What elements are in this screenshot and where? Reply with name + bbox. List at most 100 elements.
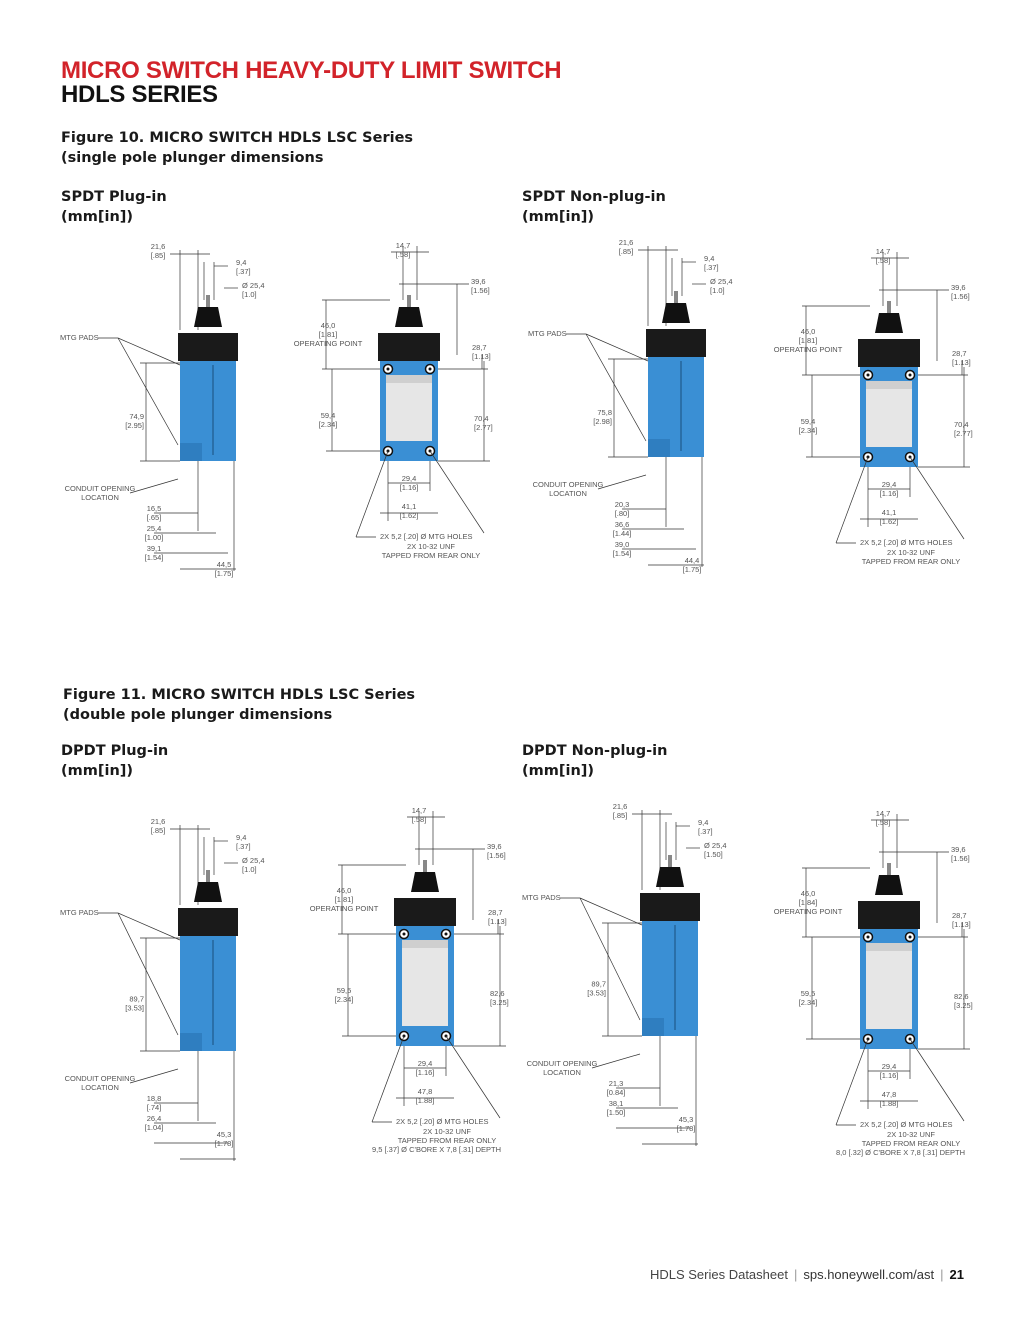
dimension-label: [1.0]	[710, 286, 725, 295]
dimension-label: 14,7	[396, 241, 411, 250]
dimension-label: 14,7	[876, 809, 891, 818]
switch-head	[858, 339, 920, 367]
switch-body	[180, 936, 236, 1051]
mounting-hole-center	[908, 935, 912, 939]
dimension-label: 75,8	[597, 408, 612, 417]
dimension-line	[117, 912, 179, 1036]
label-band	[866, 381, 912, 389]
dimension-label: [3.25]	[954, 1001, 973, 1010]
dimension-line	[117, 337, 179, 446]
conduit-boss	[180, 1033, 202, 1051]
dimension-label: Ø 25,4	[242, 281, 265, 290]
dimension-label: 39,6	[951, 283, 966, 292]
dimension-label: [1.75]	[215, 569, 234, 578]
plunger-tip	[674, 291, 678, 303]
dimension-line	[835, 456, 869, 544]
dimension-label: 14,7	[412, 806, 427, 815]
dimension-label: [1.81]	[335, 895, 354, 904]
page-number: 21	[949, 1267, 964, 1282]
dimension-label: [.85]	[613, 811, 628, 820]
dimension-label: CONDUIT OPENING	[533, 480, 604, 489]
dimension-label: [.74]	[147, 1103, 162, 1112]
dimension-label: 2X 10-32 UNF	[407, 542, 455, 551]
plunger-head	[662, 303, 690, 323]
dimension-label: 28,7	[488, 908, 503, 917]
dimension-label: 70,4	[954, 420, 969, 429]
dimension-label: 39,0	[615, 540, 630, 549]
dimension-label: 59,5	[337, 986, 352, 995]
dimension-label: CONDUIT OPENING	[65, 484, 136, 493]
dimension-label: [1.50]	[704, 850, 723, 859]
dimension-label: 59,5	[801, 989, 816, 998]
mounting-hole-center	[866, 373, 870, 377]
plunger-tip	[206, 870, 210, 882]
switch-head	[178, 908, 238, 936]
dimension-label: 2X 5,2 [.20] Ø MTG HOLES	[860, 538, 953, 547]
footer-url[interactable]: sps.honeywell.com/ast	[803, 1267, 935, 1282]
dimension-line	[371, 1035, 405, 1123]
dimension-label: 47,8	[882, 1090, 897, 1099]
dimension-label: 47,8	[418, 1087, 433, 1096]
dimension-label: [2.95]	[125, 421, 144, 430]
conduit-boss	[648, 439, 670, 457]
dimension-label: [1.16]	[880, 489, 899, 498]
dimension-label: 39,6	[487, 842, 502, 851]
dimension-label: [1.78]	[677, 1124, 696, 1133]
dimension-line	[585, 333, 649, 362]
dimension-line	[355, 450, 389, 538]
dimension-label: [1.16]	[880, 1071, 899, 1080]
dimension-label: LOCATION	[81, 1083, 119, 1092]
dimension-line	[909, 1038, 965, 1122]
dimension-label: 14,7	[876, 247, 891, 256]
dimension-label: 2X 5,2 [.20] Ø MTG HOLES	[380, 532, 473, 541]
dimension-label: 21,6	[613, 802, 628, 811]
dimension-label: [3.53]	[125, 1004, 144, 1013]
label-window	[866, 381, 912, 447]
dimension-label: 2X 10-32 UNF	[887, 1130, 935, 1139]
dimension-label: 41,1	[402, 502, 417, 511]
dimension-label: 28,7	[472, 343, 487, 352]
dimension-label: OPERATING POINT	[774, 907, 843, 916]
dimension-line	[579, 897, 643, 926]
dimension-line	[585, 333, 647, 442]
dimension-label: 46,0	[321, 321, 336, 330]
figure-11-caption: Figure 11. MICRO SWITCH HDLS LSC Series …	[63, 687, 416, 723]
dimension-label: [1.81]	[319, 330, 338, 339]
dimension-label: 9,4	[704, 254, 714, 263]
mounting-hole-center	[908, 373, 912, 377]
dimension-label: LOCATION	[81, 493, 119, 502]
footer-separator: |	[940, 1267, 944, 1282]
dimension-label: 20,3	[615, 500, 630, 509]
page-subtitle: HDLS SERIES	[61, 81, 218, 108]
dimension-label: CONDUIT OPENING	[65, 1074, 136, 1083]
dimension-label: TAPPED FROM REAR ONLY	[862, 1139, 961, 1148]
dimension-label: [1.56]	[471, 286, 490, 295]
dimension-label: 9,4	[236, 258, 246, 267]
dpdt-non-plug-in-heading: DPDT Non-plug-in (mm[in])	[522, 743, 668, 779]
plunger-head	[194, 882, 222, 902]
dimension-label: 41,1	[882, 508, 897, 517]
plunger-head	[875, 875, 903, 895]
dimension-line	[909, 456, 965, 540]
body-seam	[674, 925, 676, 1030]
dimension-label: [1.78]	[215, 1139, 234, 1148]
dimension-label: [1.0]	[242, 865, 257, 874]
dimension-line	[597, 474, 647, 490]
dimension-label: Ø 25,4	[242, 856, 265, 865]
dimension-label: Ø 25,4	[704, 841, 727, 850]
switch-body	[642, 921, 698, 1036]
dimension-label: [1.13]	[952, 920, 971, 929]
dimension-label: [1.56]	[487, 851, 506, 860]
figure-10-caption: Figure 10. MICRO SWITCH HDLS LSC Series …	[61, 130, 414, 166]
dimension-label: [1.56]	[951, 854, 970, 863]
dimension-label: [2.77]	[954, 429, 973, 438]
dimension-label: 46,0	[337, 886, 352, 895]
dimension-label: [1.13]	[488, 917, 507, 926]
dimension-label: MTG PADS	[60, 333, 99, 342]
dimension-label: TAPPED FROM REAR ONLY	[382, 551, 481, 560]
dimension-label: [1.62]	[880, 517, 899, 526]
dimension-label: 46,0	[801, 889, 816, 898]
plunger-head	[656, 867, 684, 887]
dimension-label: [1.04]	[145, 1123, 164, 1132]
dimension-label: [2.77]	[474, 423, 493, 432]
